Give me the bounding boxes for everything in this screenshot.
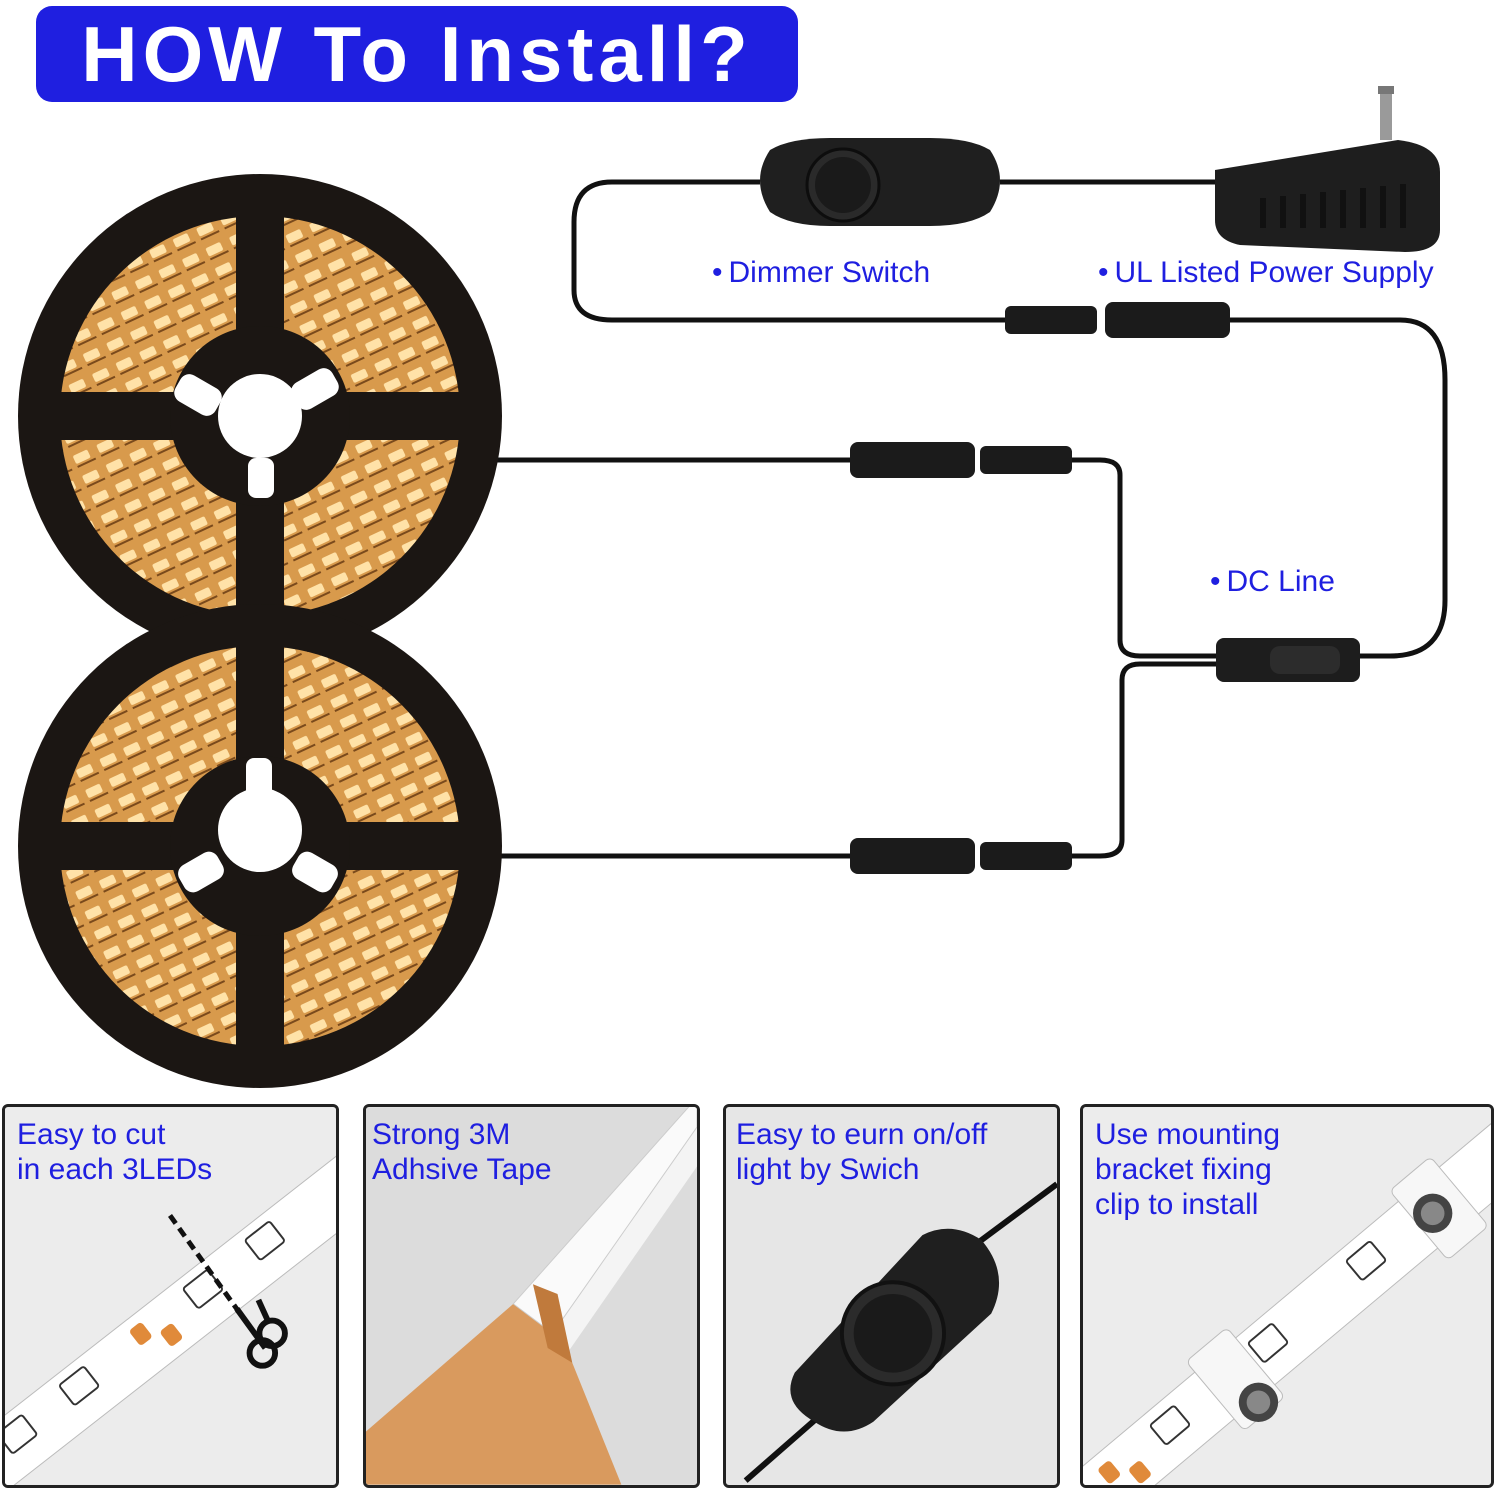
dc-line-label: •DC Line <box>1210 565 1335 598</box>
dc-splitter <box>1216 638 1360 682</box>
page-title: HOW To Install? <box>81 10 753 98</box>
dc-connectors <box>850 302 1230 874</box>
mounting-clip-illustration <box>1083 1107 1491 1485</box>
dimmer-switch <box>760 138 1000 226</box>
dimmer-switch-label: •Dimmer Switch <box>712 256 931 289</box>
title-banner: HOW To Install? <box>36 6 798 102</box>
panel-switch-text: Easy to eurn on/off light by Swich <box>736 1118 988 1186</box>
cables <box>495 179 1448 859</box>
adhesive-tape-illustration <box>366 1107 697 1485</box>
panel-mounting: Use mounting bracket fixing clip to inst… <box>1080 1104 1494 1488</box>
panel-adhesive-text: Strong 3M Adhsive Tape <box>372 1118 552 1186</box>
led-reel-bottom <box>18 604 502 1088</box>
panel-switch: Easy to eurn on/off light by Swich <box>723 1104 1060 1488</box>
scissors-icon <box>234 1298 288 1369</box>
cut-strip-illustration <box>5 1107 336 1485</box>
panel-cut: Easy to cut in each 3LEDs <box>2 1104 339 1488</box>
panel-cut-text: Easy to cut in each 3LEDs <box>17 1118 213 1186</box>
wiring-diagram <box>18 86 1448 1088</box>
panel-mounting-text: Use mounting bracket fixing clip to inst… <box>1095 1118 1281 1221</box>
panel-adhesive: Strong 3M Adhsive Tape <box>363 1104 700 1488</box>
power-supply-label: •UL Listed Power Supply <box>1098 256 1434 289</box>
power-adapter <box>1215 86 1440 252</box>
screw-icon <box>1238 1193 1453 1422</box>
led-reel-top <box>18 174 502 658</box>
dimmer-switch-illustration <box>726 1107 1057 1485</box>
